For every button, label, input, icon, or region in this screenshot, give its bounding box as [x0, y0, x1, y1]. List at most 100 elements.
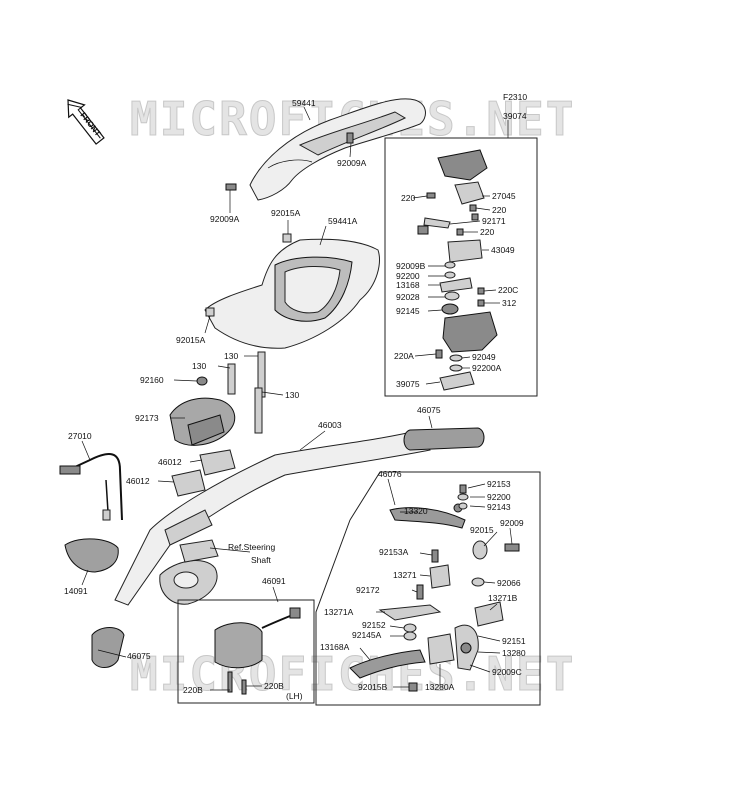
label-13280A: 13280A: [425, 682, 455, 692]
holder-lower-46012: [171, 469, 206, 497]
ref-note-line2: Shaft: [251, 555, 271, 565]
holder-bracket-92173: [169, 397, 236, 446]
lever-assembly-box: [315, 471, 541, 706]
bracket-13280A: [427, 633, 455, 665]
lever-13271A: [378, 604, 442, 621]
label-92145: 92145: [396, 306, 420, 316]
label-130-b: 130: [192, 361, 206, 371]
label-130-c: 130: [285, 390, 299, 400]
label-46003: 46003: [318, 420, 342, 430]
label-92172: 92172: [356, 585, 380, 595]
label-92009: 92009: [500, 518, 524, 528]
label-92049: 92049: [472, 352, 496, 362]
label-312: 312: [502, 298, 516, 308]
label-220C: 220C: [498, 285, 518, 295]
bolt-92009A-top: [346, 132, 354, 144]
throttle-lever-43049: [447, 239, 483, 263]
label-13271: 13271: [393, 570, 417, 580]
label-46012-a: 46012: [158, 457, 182, 467]
label-92009A-top: 92009A: [337, 158, 367, 168]
holder-upper-46012: [199, 449, 236, 476]
label-46075-bottom: 46075: [127, 651, 151, 661]
label-220-b: 220: [492, 205, 506, 215]
label-13168: 13168: [396, 280, 420, 290]
label-46091: 46091: [262, 576, 286, 586]
label-46012-b: 46012: [126, 476, 150, 486]
throttle-housing-top: [437, 149, 488, 205]
label-92160: 92160: [140, 375, 164, 385]
throttle-washers: [439, 261, 485, 315]
label-92015: 92015: [470, 525, 494, 535]
label-92173: 92173: [135, 413, 159, 423]
steering-clamp: [159, 539, 219, 605]
label-46076: 46076: [378, 469, 402, 479]
lever-small-parts: [403, 623, 417, 641]
label-220B-b: 220B: [264, 681, 284, 691]
switch-housing-46091: [214, 607, 301, 695]
lh-note: (LH): [286, 691, 303, 701]
label-92153: 92153: [487, 479, 511, 489]
part-labels: 59441 92009A 92009A 92015A 59441A 92015A…: [64, 98, 527, 701]
ref-note-line1: Ref.Steering: [228, 542, 276, 552]
bracket-13280: [454, 624, 479, 671]
label-92151: 92151: [502, 636, 526, 646]
throttle-cable-27010: [59, 453, 123, 521]
lever-hardware: [416, 484, 520, 627]
label-92200A: 92200A: [472, 363, 502, 373]
label-220-c: 220: [480, 227, 494, 237]
grip-right-46075: [403, 427, 485, 451]
label-92066: 92066: [497, 578, 521, 588]
label-13271A: 13271A: [324, 607, 354, 617]
label-220-a: 220: [401, 193, 415, 203]
label-92015B: 92015B: [358, 682, 388, 692]
label-92200: 92200: [396, 271, 420, 281]
label-92009A-left: 92009A: [210, 214, 240, 224]
label-59441A: 59441A: [328, 216, 358, 226]
label-92015A-top: 92015A: [271, 208, 301, 218]
label-220A: 220A: [394, 351, 414, 361]
label-92153A: 92153A: [379, 547, 409, 557]
label-92009B: 92009B: [396, 261, 426, 271]
label-14091: 14091: [64, 586, 88, 596]
figure-code: F2310: [503, 92, 527, 102]
label-92143: 92143: [487, 502, 511, 512]
hand-guard-14091: [64, 538, 119, 573]
label-59441: 59441: [292, 98, 316, 108]
throttle-housing-bottom: [435, 311, 498, 391]
label-220B-a: 220B: [183, 685, 203, 695]
label-92152: 92152: [362, 620, 386, 630]
lower-cover-part: [204, 238, 380, 349]
label-130-a: 130: [224, 351, 238, 361]
label-46075-top: 46075: [417, 405, 441, 415]
label-92009C: 92009C: [492, 667, 522, 677]
label-39075: 39075: [396, 379, 420, 389]
label-27045: 27045: [492, 191, 516, 201]
watermark-bottom: MICROFICHES.NET: [130, 647, 575, 701]
label-92200-r: 92200: [487, 492, 511, 502]
label-92015A-bottom: 92015A: [176, 335, 206, 345]
clip-92015A-top: [282, 233, 292, 243]
grip-left-46075: [91, 627, 125, 668]
label-43049: 43049: [491, 245, 515, 255]
label-92145A: 92145A: [352, 630, 382, 640]
bolt-92009A-left: [225, 183, 237, 191]
lever-13320: [389, 503, 466, 529]
label-92171: 92171: [482, 216, 506, 226]
label-13168A: 13168A: [320, 642, 350, 652]
lever-13168A: [349, 649, 426, 679]
leader-lines: [81, 106, 513, 691]
switch-assembly-box: [177, 599, 315, 704]
label-27010: 27010: [68, 431, 92, 441]
label-13280: 13280: [502, 648, 526, 658]
label-13271B: 13271B: [488, 593, 518, 603]
label-39074: 39074: [503, 111, 527, 121]
holder-bolts-130: [196, 351, 266, 434]
screw-92015B: [408, 682, 418, 692]
label-92028: 92028: [396, 292, 420, 302]
clip-92015A-bottom: [205, 307, 215, 317]
throttle-assembly-box: [384, 137, 538, 397]
label-13320: 13320: [404, 506, 428, 516]
throttle-screw-set: [417, 192, 479, 236]
front-arrow-icon: [67, 99, 105, 145]
